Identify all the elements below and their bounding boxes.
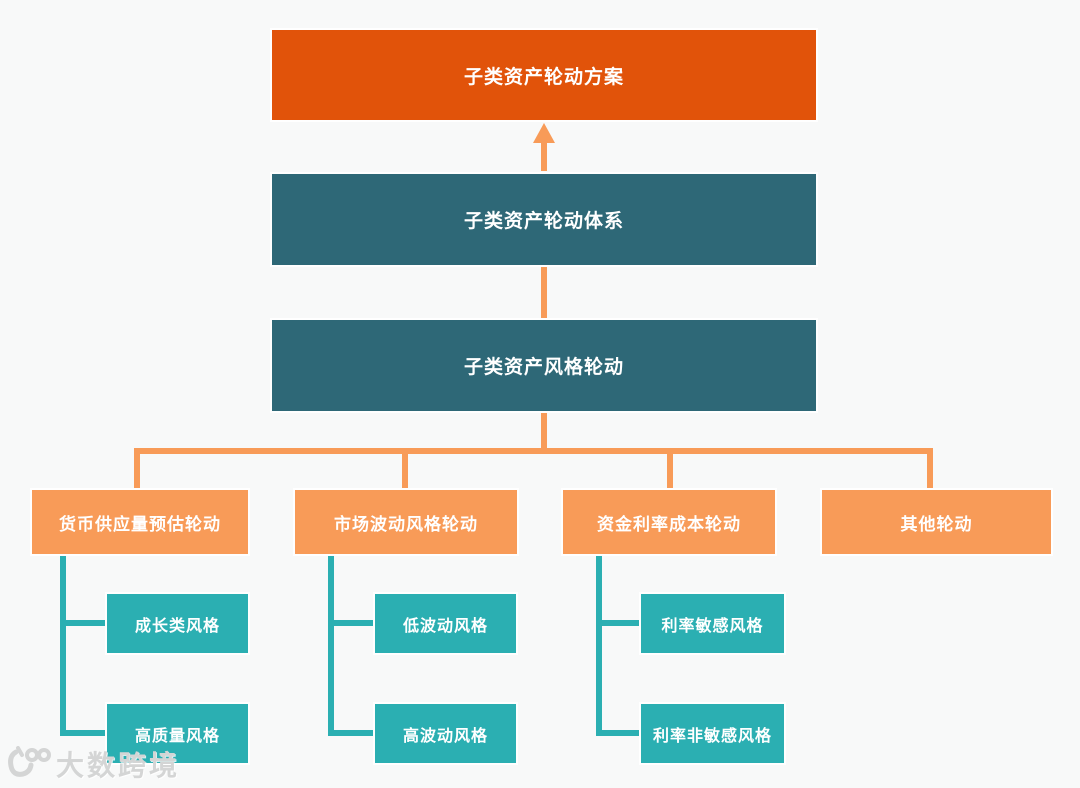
leaf-growth-style-label: 成长类风格 (134, 615, 220, 635)
connector-up-arrowhead-icon (533, 123, 555, 143)
watermark: 大数跨境 (8, 744, 180, 784)
leaf-high-quality-style: 高质量风格 (105, 702, 250, 765)
leaf-rate-sensitive-style: 利率敏感风格 (639, 592, 786, 655)
leaf-high-volatility-style-label: 高波动风格 (402, 725, 488, 745)
node-style-rotation-label: 子类资产风格轮动 (463, 356, 624, 378)
leaf-low-volatility-style-label: 低波动风格 (402, 615, 488, 635)
branch-other-label: 其他轮动 (900, 514, 973, 535)
branch-funding-rate-label: 资金利率成本轮动 (597, 514, 741, 535)
leaf-rate-sensitive-style-label: 利率敏感风格 (661, 615, 764, 635)
branch-market-volatility: 市场波动风格轮动 (293, 488, 519, 556)
leaf-growth-style: 成长类风格 (105, 592, 250, 655)
connector-subtree-money-supply (60, 555, 106, 736)
leaf-high-volatility-style: 高波动风格 (373, 702, 518, 765)
node-system: 子类资产轮动体系 (270, 172, 818, 267)
branch-market-volatility-label: 市场波动风格轮动 (334, 514, 478, 535)
branch-other: 其他轮动 (820, 488, 1053, 556)
branch-money-supply-label: 货币供应量预估轮动 (59, 514, 221, 535)
leaf-rate-insensitive-style-label: 利率非敏感风格 (652, 725, 772, 745)
leaf-rate-insensitive-style: 利率非敏感风格 (639, 702, 786, 765)
node-plan: 子类资产轮动方案 (270, 28, 818, 122)
node-style-rotation: 子类资产风格轮动 (270, 318, 818, 413)
watermark-100-logo-icon (8, 746, 51, 777)
node-system-label: 子类资产轮动体系 (463, 210, 624, 232)
node-plan-label: 子类资产轮动方案 (463, 65, 624, 88)
watermark-text: 大数跨境 (56, 749, 181, 782)
connector-subtree-market-volatility (328, 555, 374, 736)
connector-subtree-funding-rate (596, 555, 640, 736)
leaf-high-quality-style-label: 高质量风格 (134, 725, 220, 745)
connector-branch-rail (134, 448, 933, 489)
branch-funding-rate: 资金利率成本轮动 (561, 488, 777, 556)
leaf-low-volatility-style: 低波动风格 (373, 592, 518, 655)
branch-money-supply: 货币供应量预估轮动 (30, 488, 250, 556)
